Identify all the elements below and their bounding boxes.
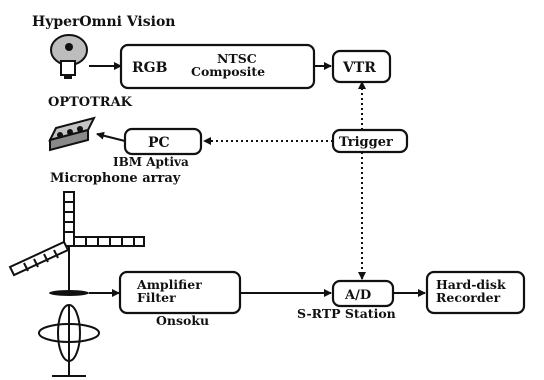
vtr-block xyxy=(331,49,392,84)
composite-label: Composite xyxy=(191,64,265,79)
omnidirectional-camera-icon xyxy=(50,34,88,79)
filter-label: Filter xyxy=(137,290,176,305)
pc-label: PC xyxy=(148,135,170,151)
optotrak-sensor-icon xyxy=(48,116,96,152)
microphone-array-label: Microphone array xyxy=(50,171,181,186)
ad-converter-block xyxy=(331,279,395,308)
microphone-array-icon xyxy=(8,191,145,296)
ad-label: A/D xyxy=(344,288,371,303)
microphone-sensor-icon xyxy=(38,304,100,377)
ibm-aptiva-label: IBM Aptiva xyxy=(113,155,189,169)
hard-disk-recorder-block xyxy=(425,270,526,315)
trigger-label: Trigger xyxy=(339,135,393,150)
ntsc-label: NTSC xyxy=(217,51,257,66)
srtp-station-label: S-RTP Station xyxy=(297,306,396,321)
vtr-label: VTR xyxy=(342,60,376,76)
optotrak-label: OPTOTRAK xyxy=(48,95,133,110)
hyperomni-vision-label: HyperOmni Vision xyxy=(32,14,175,30)
amplifier-label: Amplifier xyxy=(136,277,202,292)
pc-block xyxy=(123,127,203,156)
trigger-block xyxy=(331,128,409,154)
video-conversion-block xyxy=(119,43,316,90)
hard-disk-label: Hard-disk xyxy=(436,277,506,292)
onsoku-label: Onsoku xyxy=(156,313,209,328)
recorder-label: Recorder xyxy=(436,290,501,305)
pc-to-optotrak-arrow xyxy=(96,131,126,142)
rgb-label: RGB xyxy=(132,60,168,76)
amplifier-filter-block xyxy=(118,270,242,315)
